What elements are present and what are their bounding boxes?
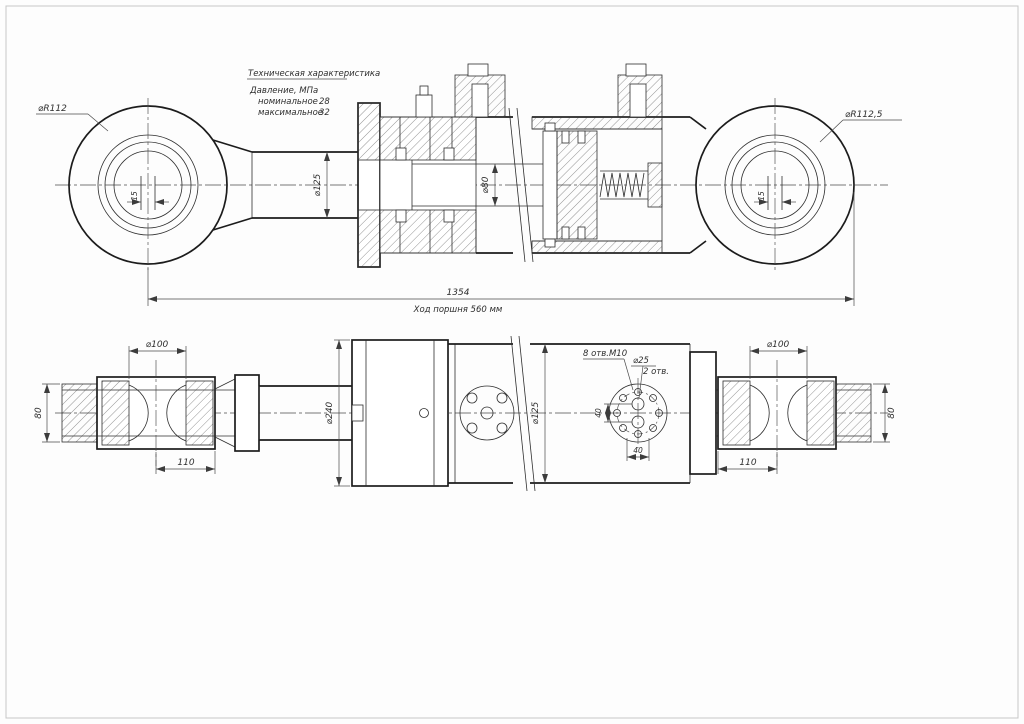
grease-fitting-head [419,85,429,96]
cylinder-tube [476,107,707,263]
piston-assembly [542,122,663,248]
seal-groove [395,209,407,223]
left-pin-len-dim: 80 [34,383,60,443]
grease-fitting [415,94,433,118]
port-dia-callout: ⌀25 2 отв. [631,356,669,399]
piston-flange [542,130,558,240]
tech-spec-block: Техническая характеристика Давление, МПа… [247,69,380,118]
bolt-hole [496,422,508,434]
port-boss-right [617,63,663,118]
left-housing-len-dim: 110 [155,451,216,474]
bolt-hole [649,394,657,402]
bolt-holes-callout: 8 отв.М10 [583,349,634,391]
bolt-hole [466,392,478,404]
right-eye-dia-label: ⌀100 [767,340,790,350]
left-eye: 15 [68,98,228,272]
rod-dia-label: ⌀125 [313,173,323,196]
left-pin-width-label: 15 [130,191,139,201]
pressure-label: Давление, МПа [249,86,318,96]
piston-ring-groove [577,226,586,240]
head-dia-dim: ⌀240 [325,339,350,487]
nominal-value: 28 [319,97,330,107]
port-flange [608,378,668,448]
bottom-tube [448,335,691,492]
piston-nut [647,162,663,208]
right-eye-housing [716,360,872,466]
port-dia-label: ⌀25 [633,356,649,366]
bolt-hole [613,409,621,417]
port-spacing-h-dim: 40 [626,438,650,461]
drain-port [419,408,429,418]
bolt-hole [649,424,657,432]
right-housing-len-dim: 110 [717,451,778,474]
bottom-view: 80 ⌀100 110 [34,335,897,492]
inner-rod-dia-dim: ⌀80 [481,164,498,206]
overall-length-dim: 1354 Ход поршня 560 мм [147,192,855,315]
rod-collar [234,374,260,452]
piston-ring-groove [561,130,570,144]
seal-groove [443,209,455,223]
port-spacing-v-dim: 40 [594,403,632,423]
tube-dia-label: ⌀125 [531,401,541,424]
bolt-hole [619,394,627,402]
right-pin-width-label: 15 [757,191,766,201]
break-line [516,107,534,263]
top-view: 15 ⌀R112 ⌀125 [36,63,902,315]
key-slot [351,404,364,422]
spring [599,172,645,198]
bolt-hole [496,392,508,404]
break-line [510,335,528,492]
port-spacing-v-label: 40 [594,408,603,418]
left-eye-dia-dim: ⌀100 [128,340,187,379]
bolt-hole [634,430,642,438]
right-pin-len-dim: 80 [873,383,897,443]
head-block [351,339,449,487]
rod-dia-dim: ⌀125 [313,152,330,218]
sheet-border [5,5,1019,719]
rod-flange [454,344,515,483]
stroke-note: Ход поршня 560 мм [413,305,503,315]
bolt-hole [634,388,642,396]
break-line [508,107,526,263]
piston-ring-groove [577,130,586,144]
max-value: 32 [319,108,330,118]
left-radius-callout: ⌀R112 [36,104,109,132]
overall-length-label: 1354 [447,288,470,298]
port-boss-left [454,63,506,118]
bolt-hole [619,424,627,432]
left-eye-dia-label: ⌀100 [146,340,169,350]
max-label: максимальное [258,108,323,118]
tube-dia-dim: ⌀125 [531,344,548,483]
right-pin [835,383,872,443]
bolt-hole [466,422,478,434]
nominal-label: номинальное [258,97,318,107]
head-dia-label: ⌀240 [325,401,335,424]
left-pin [61,383,98,443]
right-pin-len-label: 80 [887,407,897,419]
bolt-holes-label: 8 отв.М10 [583,349,627,359]
tech-spec-title: Техническая характеристика [248,69,380,79]
piston-ring-groove [561,226,570,240]
bolt-hole [655,409,663,417]
right-radius-label: ⌀R112,5 [845,110,883,120]
seal-groove [395,147,407,161]
port-spacing-h-label: 40 [633,446,643,455]
right-cap [689,351,717,475]
right-eye: 15 [695,98,855,272]
left-radius-label: ⌀R112 [38,104,67,114]
break-line [518,335,536,492]
seal-groove [443,147,455,161]
inner-rod-dia-label: ⌀80 [481,176,491,193]
left-pin-len-label: 80 [34,407,44,419]
left-housing-len-label: 110 [177,458,194,468]
right-radius-callout: ⌀R112,5 [819,110,902,143]
left-eye-housing [62,360,235,466]
port-count-label: 2 отв. [643,367,669,377]
gland-assembly [357,85,543,268]
right-housing-len-label: 110 [739,458,756,468]
piston-body [556,130,598,240]
right-eye-dia-dim: ⌀100 [749,340,808,379]
